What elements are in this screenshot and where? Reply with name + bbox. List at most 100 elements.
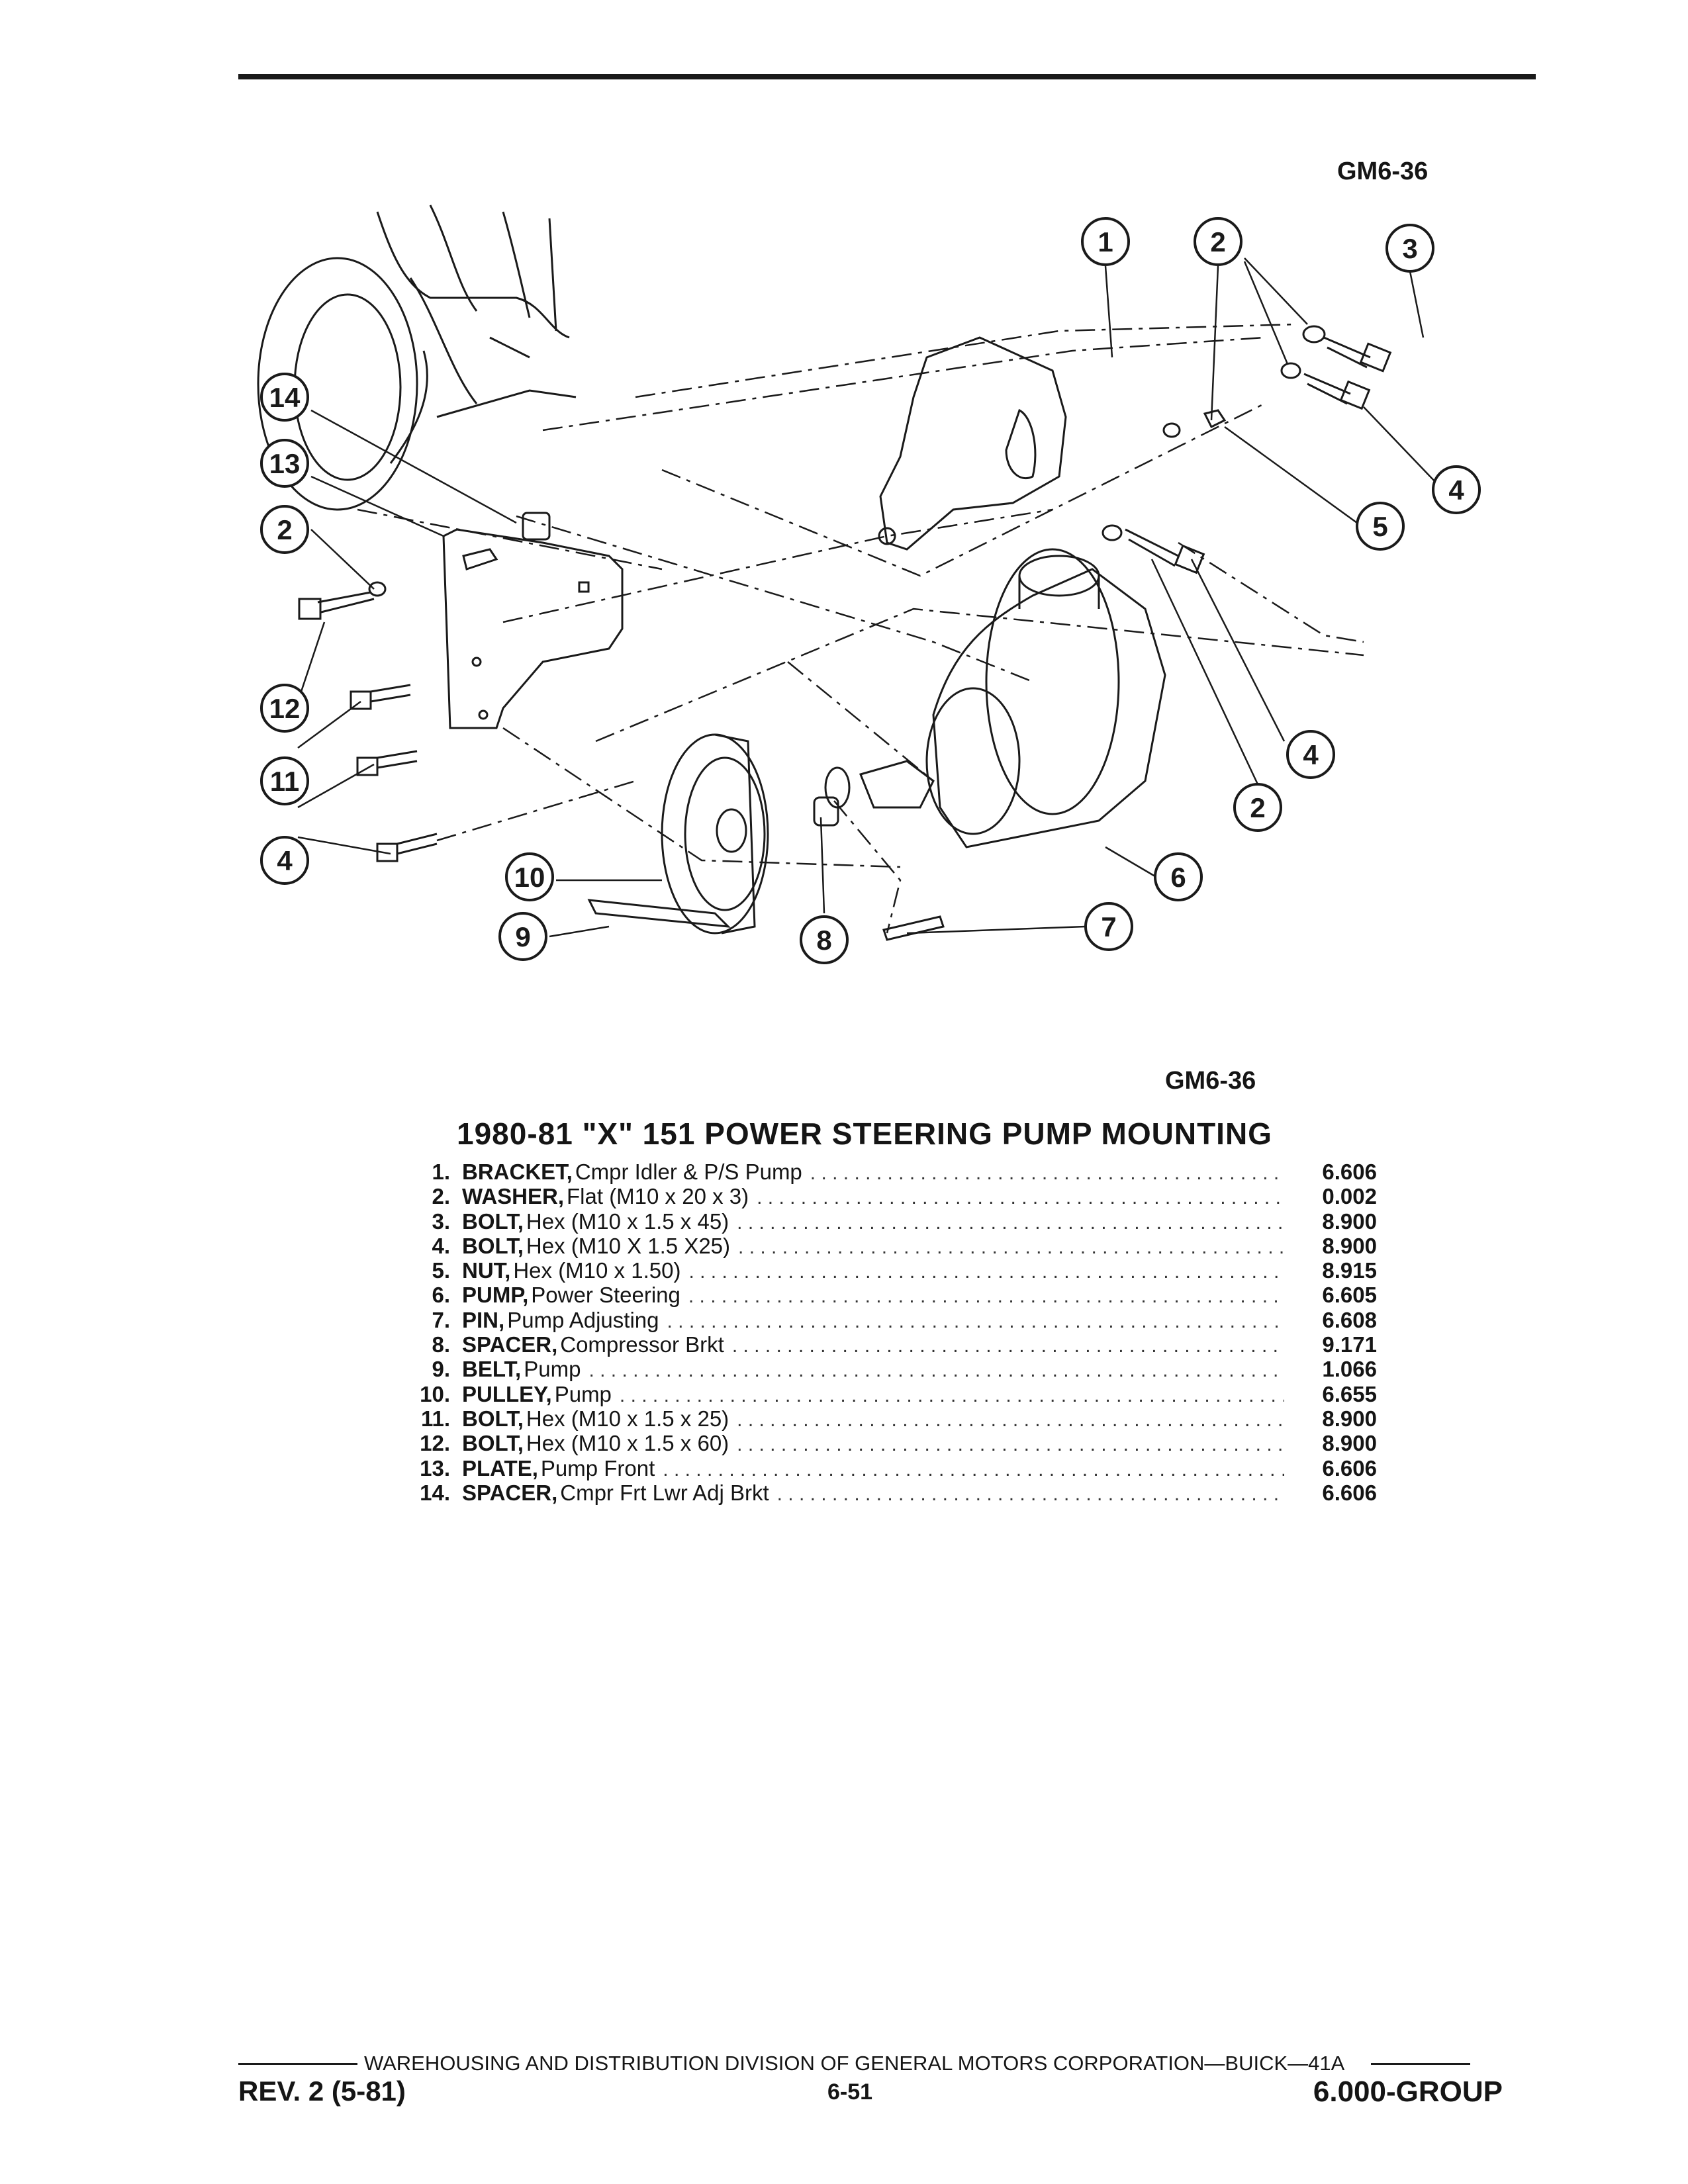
- part-number: 8.: [432, 1332, 450, 1357]
- svg-text:5: 5: [1372, 511, 1387, 542]
- part-name: PLATE,: [462, 1455, 538, 1480]
- parts-list: 1. BRACKET, Cmpr Idler & P/S Pump 6.606 …: [377, 1160, 1377, 1505]
- bracket: [878, 336, 1067, 551]
- part-name: PULLEY,: [462, 1381, 552, 1406]
- footer: REV. 2 (5-81) 6-51 6.000-GROUP: [238, 2075, 1503, 2115]
- callout-9: 9: [498, 912, 547, 961]
- dot-leader: [802, 1161, 1284, 1185]
- part-number: 11.: [420, 1406, 450, 1431]
- exploded-parts-diagram: 1 2 3 4 5 14 13 2 12 11 4 10 9 8 7 6 2 4: [257, 205, 1481, 964]
- group-code: 0.002: [1322, 1184, 1377, 1209]
- part-number: 2.: [432, 1184, 450, 1209]
- parts-list-row: 1. BRACKET, Cmpr Idler & P/S Pump 6.606: [377, 1160, 1377, 1184]
- callout-2-top: 2: [1194, 217, 1243, 266]
- dot-leader: [680, 1284, 1284, 1308]
- svg-text:7: 7: [1101, 911, 1116, 942]
- part-name: NUT,: [462, 1258, 511, 1283]
- callout-6: 6: [1154, 852, 1203, 901]
- svg-text:12: 12: [269, 693, 301, 724]
- group-code: 6.655: [1322, 1381, 1377, 1406]
- power-steering-pump: [824, 548, 1166, 848]
- group-code: 1.066: [1322, 1357, 1377, 1382]
- spacer-8: [813, 796, 839, 827]
- svg-text:8: 8: [816, 925, 831, 956]
- parts-list-row: 3. BOLT, Hex (M10 x 1.5 x 45) 8.900: [377, 1209, 1377, 1234]
- dot-leader: [749, 1185, 1284, 1210]
- group-code: 8.915: [1322, 1258, 1377, 1283]
- parts-list-row: 9. BELT, Pump 1.066: [377, 1357, 1377, 1381]
- part-description: Hex (M10 x 1.5 x 25): [526, 1406, 729, 1431]
- part-description: Pump: [524, 1357, 581, 1382]
- front-plate: [442, 528, 624, 729]
- part-number: 13.: [420, 1455, 450, 1480]
- callout-4-left: 4: [260, 836, 309, 885]
- engine-block: [257, 205, 577, 511]
- svg-text:2: 2: [1250, 792, 1265, 823]
- svg-text:4: 4: [277, 845, 293, 876]
- part-name: WASHER,: [462, 1184, 565, 1209]
- group-code: 6.606: [1322, 1160, 1377, 1184]
- figure-code-bottom: GM6-36: [1165, 1067, 1256, 1095]
- part-name: PIN,: [462, 1307, 505, 1332]
- dot-leader: [612, 1383, 1284, 1408]
- part-number: 14.: [420, 1480, 450, 1505]
- dot-leader: [729, 1408, 1284, 1432]
- dot-leader: [655, 1457, 1284, 1482]
- callout-2-lower: 2: [1233, 783, 1282, 832]
- part-number: 4.: [432, 1233, 450, 1258]
- group-code: 8.900: [1322, 1208, 1377, 1234]
- parts-list-row: 11. BOLT, Hex (M10 x 1.5 x 25) 8.900: [377, 1406, 1377, 1431]
- revision-label: REV. 2 (5-81): [238, 2075, 406, 2107]
- group-code: 6.606: [1322, 1455, 1377, 1480]
- part-name: BELT,: [462, 1357, 522, 1382]
- part-number: 10.: [420, 1381, 450, 1406]
- dot-leader: [724, 1334, 1284, 1358]
- svg-text:11: 11: [270, 766, 299, 797]
- svg-text:4: 4: [1448, 475, 1464, 506]
- parts-list-row: 12. BOLT, Hex (M10 x 1.5 x 60) 8.900: [377, 1431, 1377, 1455]
- callout-12: 12: [260, 684, 309, 733]
- part-number: 12.: [420, 1431, 450, 1456]
- svg-text:13: 13: [269, 448, 301, 479]
- part-description: Power Steering: [531, 1283, 680, 1308]
- dot-leader: [581, 1358, 1284, 1383]
- parts-list-row: 6. PUMP, Power Steering 6.605: [377, 1283, 1377, 1307]
- svg-text:6: 6: [1170, 862, 1186, 893]
- page-title: 1980-81 "X" 151 POWER STEERING PUMP MOUN…: [457, 1116, 1272, 1151]
- part-number: 6.: [432, 1283, 450, 1308]
- svg-text:2: 2: [277, 514, 292, 545]
- part-name: SPACER,: [462, 1480, 558, 1505]
- svg-text:2: 2: [1210, 226, 1225, 257]
- group-code: 6.608: [1322, 1307, 1377, 1332]
- group-code: 6.605: [1322, 1283, 1377, 1308]
- callout-4-lower: 4: [1286, 730, 1335, 779]
- dot-leader: [730, 1235, 1284, 1259]
- callout-2-left: 2: [260, 505, 309, 554]
- dot-leader: [680, 1259, 1284, 1284]
- svg-text:1: 1: [1098, 226, 1113, 257]
- svg-text:4: 4: [1303, 739, 1319, 770]
- page-number: 6-51: [827, 2079, 873, 2105]
- group-code: 8.900: [1322, 1233, 1377, 1258]
- callout-1: 1: [1081, 217, 1130, 266]
- part-description: Hex (M10 x 1.50): [513, 1258, 681, 1283]
- svg-text:14: 14: [269, 382, 301, 413]
- group-code: 6.606: [1322, 1480, 1377, 1505]
- part-description: Hex (M10 x 1.5 x 45): [526, 1208, 729, 1234]
- part-description: Cmpr Idler & P/S Pump: [575, 1160, 802, 1184]
- part-description: Hex (M10 X 1.5 X25): [526, 1233, 731, 1258]
- part-number: 1.: [432, 1160, 450, 1184]
- part-description: Compressor Brkt: [560, 1332, 724, 1357]
- part-name: SPACER,: [462, 1332, 558, 1357]
- part-description: Pump Adjusting: [507, 1307, 659, 1332]
- parts-list-row: 5. NUT, Hex (M10 x 1.50) 8.915: [377, 1258, 1377, 1283]
- parts-list-row: 14. SPACER, Cmpr Frt Lwr Adj Brkt 6.606: [377, 1480, 1377, 1505]
- dot-leader: [769, 1482, 1284, 1506]
- parts-list-row: 4. BOLT, Hex (M10 X 1.5 X25) 8.900: [377, 1234, 1377, 1258]
- spacer-14: [522, 512, 551, 541]
- parts-list-row: 2. WASHER, Flat (M10 x 20 x 3) 0.002: [377, 1184, 1377, 1208]
- svg-text:9: 9: [515, 921, 530, 952]
- callout-8: 8: [800, 915, 849, 964]
- part-name: BRACKET,: [462, 1160, 573, 1184]
- part-name: PUMP,: [462, 1283, 529, 1308]
